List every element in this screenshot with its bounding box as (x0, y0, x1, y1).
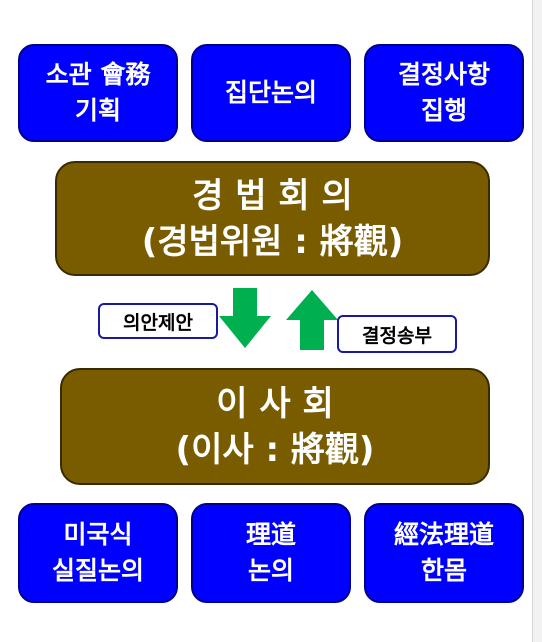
lower-body-title: 이 사 회 (216, 383, 334, 424)
lower-body-box: 이 사 회 (이사 : 將觀) (60, 368, 490, 485)
bottom-box-unity-line2: 한몸 (420, 556, 467, 585)
bottom-box-substantive: 미국식 실질논의 (18, 503, 178, 603)
bottom-box-reason: 理道 논의 (191, 503, 351, 603)
top-box-execution: 결정사항 집행 (364, 44, 524, 142)
bottom-box-reason-line2: 논의 (247, 556, 294, 585)
bottom-box-unity: 經法理道 한몸 (364, 503, 524, 603)
window-edge (532, 0, 542, 642)
send-label-text: 결정송부 (362, 324, 432, 347)
lower-body-members: (이사 : 將觀) (175, 429, 375, 470)
bottom-box-reason-line1: 理道 (245, 520, 296, 549)
up-arrow-icon (286, 290, 338, 350)
top-box-discussion-line1: 집단논의 (224, 78, 317, 107)
upper-body-members: (경법위원 : 將觀) (141, 221, 404, 262)
top-box-execution-line1: 결정사항 (397, 60, 490, 89)
upper-body-title: 경 법 회 의 (192, 175, 353, 216)
top-box-execution-line2: 집행 (420, 96, 467, 125)
bottom-box-substantive-line2: 실질논의 (51, 556, 144, 585)
propose-label-text: 의안제안 (123, 311, 193, 334)
propose-label: 의안제안 (98, 303, 218, 339)
bottom-box-unity-line1: 經法理道 (393, 520, 494, 549)
top-box-planning-line1: 소관 會務 (45, 60, 151, 89)
down-arrow-icon (219, 288, 271, 348)
send-label: 결정송부 (337, 315, 457, 353)
top-box-discussion: 집단논의 (191, 44, 351, 142)
bottom-box-substantive-line1: 미국식 (63, 520, 133, 549)
upper-body-box: 경 법 회 의 (경법위원 : 將觀) (55, 161, 490, 276)
top-box-planning: 소관 會務 기획 (18, 44, 178, 142)
top-box-planning-line2: 기획 (74, 96, 121, 125)
